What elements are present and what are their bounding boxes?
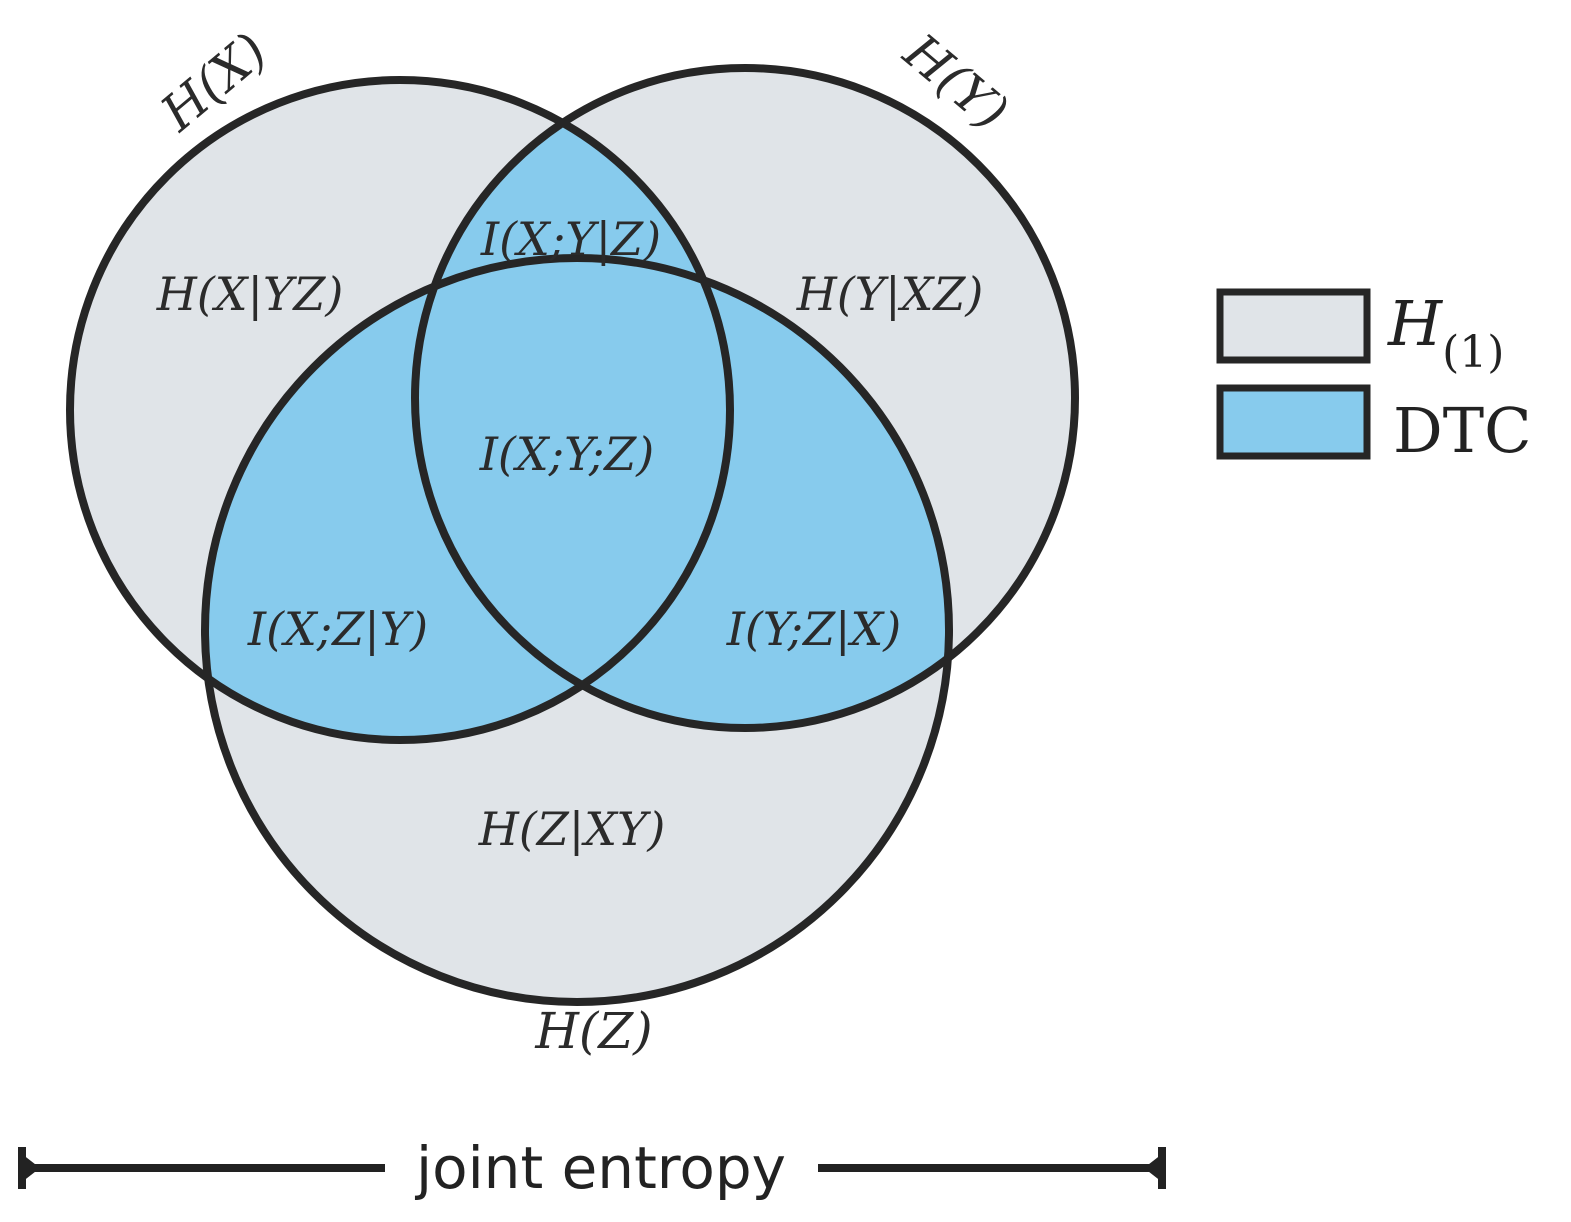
- region-label-xz-given-y: I(X;Z|Y): [247, 602, 428, 656]
- circle-x-outline: [66, 76, 734, 744]
- region-label-xyz: I(X;Y;Z): [479, 427, 654, 481]
- circle-y-outline: [411, 64, 1079, 732]
- region-label-x-given-yz: H(X|YZ): [156, 267, 344, 321]
- set-label-z: H(Z): [534, 1002, 652, 1060]
- circle-z-outline: [201, 254, 953, 1006]
- legend-swatch-dtc: [1216, 384, 1371, 460]
- legend-swatch-h1: [1216, 288, 1371, 364]
- circle-outlines: [66, 64, 1079, 1006]
- scale-bar-left-arrowhead: [22, 1154, 40, 1182]
- legend-label-dtc: DTC: [1393, 394, 1532, 467]
- scale-bar-right-arrowhead: [1144, 1154, 1162, 1182]
- region-label-y-given-xz: H(Y|XZ): [796, 267, 984, 321]
- legend: H(1) DTC: [1216, 287, 1532, 467]
- dtc-regions: [205, 80, 949, 740]
- region-label-z-given-xy: H(Z|XY): [478, 802, 666, 856]
- intersection-y-z: [415, 258, 949, 728]
- intersection-y-z-fill: [415, 258, 949, 728]
- scale-bar-label: joint entropy: [414, 1134, 786, 1202]
- region-label-xy-given-z: I(X;Y|Z): [480, 212, 661, 266]
- legend-label-h1: H(1): [1387, 287, 1504, 378]
- region-label-yz-given-x: I(Y;Z|X): [726, 602, 901, 656]
- joint-entropy-scale-bar: joint entropy: [18, 1134, 1166, 1202]
